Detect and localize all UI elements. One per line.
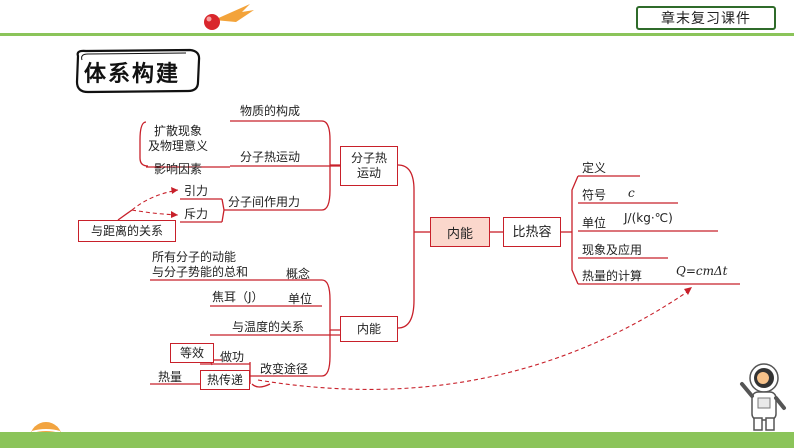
joule-label: 焦耳（J） bbox=[212, 290, 264, 304]
heat-calc-label: 热量的计算 bbox=[582, 269, 643, 283]
interaction-label: 分子间作用力 bbox=[228, 195, 301, 209]
symbol-label: 符号 bbox=[582, 188, 607, 202]
unit-value: J/(kg·℃) bbox=[624, 211, 673, 225]
center-internal-energy-box[interactable]: 内能 bbox=[430, 217, 490, 247]
definition-label: 定义 bbox=[582, 161, 607, 175]
concept-label: 概念 bbox=[286, 267, 311, 281]
physical-meaning-label: 及物理意义 bbox=[148, 139, 209, 153]
repulsion-label: 斥力 bbox=[184, 207, 209, 221]
phenomena-label: 现象及应用 bbox=[582, 243, 643, 257]
specific-heat-box[interactable]: 比热容 bbox=[503, 217, 561, 247]
bottom-bar bbox=[0, 432, 794, 448]
symbol-value: c bbox=[628, 186, 635, 200]
definition-line2: 与分子势能的总和 bbox=[152, 265, 249, 279]
heat-label: 热量 bbox=[158, 370, 183, 384]
meteor-icon bbox=[204, 4, 254, 30]
equivalent-box[interactable]: 等效 bbox=[170, 343, 214, 363]
attraction-label: 引力 bbox=[184, 184, 209, 198]
astronaut-icon bbox=[740, 363, 786, 431]
page-title: 体系构建 bbox=[84, 62, 181, 87]
distance-relation-box[interactable]: 与距离的关系 bbox=[78, 220, 176, 242]
work-label: 做功 bbox=[220, 350, 245, 364]
unit-label: 单位 bbox=[582, 216, 607, 230]
factors-label: 影响因素 bbox=[154, 162, 203, 176]
chapter-badge[interactable]: 章末复习课件 bbox=[636, 6, 776, 30]
top-divider bbox=[0, 33, 794, 36]
heat-transfer-box[interactable]: 热传递 bbox=[200, 370, 250, 390]
definition-line1: 所有分子的动能 bbox=[152, 250, 237, 264]
thermal-motion-label: 分子热运动 bbox=[240, 150, 301, 164]
internal-energy-box[interactable]: 内能 bbox=[340, 316, 398, 342]
ie-unit-label: 单位 bbox=[288, 292, 313, 306]
diffusion-label: 扩散现象 bbox=[154, 124, 203, 138]
temperature-relation-label: 与温度的关系 bbox=[232, 320, 305, 334]
molecular-motion-box[interactable]: 分子热运动 bbox=[340, 146, 398, 186]
structure-label: 物质的构成 bbox=[240, 104, 301, 118]
title-badge-outline bbox=[75, 48, 201, 94]
change-ways-label: 改变途径 bbox=[260, 362, 309, 376]
formula-label: Q=cmΔt bbox=[676, 264, 728, 278]
